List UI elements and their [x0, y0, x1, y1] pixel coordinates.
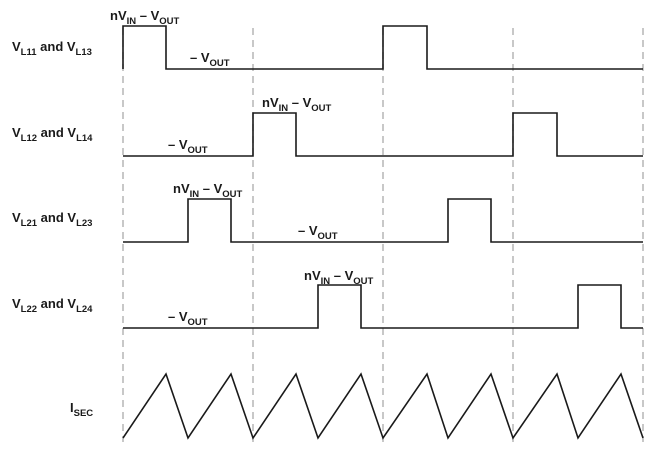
- waveform-vl11-vl13: [122, 25, 643, 70]
- pulse-level-label: nVIN – VOUT: [110, 8, 180, 27]
- baseline-level-label: – VOUT: [190, 50, 230, 69]
- pulse-level-label: nVIN – VOUT: [173, 181, 243, 200]
- waveform-vl21-vl23: [123, 198, 643, 243]
- baseline-level-label: – VOUT: [168, 137, 208, 156]
- baseline-level-label: – VOUT: [298, 223, 338, 242]
- waveform-vl12-vl14: [123, 112, 643, 157]
- row-label-vl11-vl13: VL11 and VL13: [12, 39, 92, 58]
- waveform-isec: [122, 372, 644, 440]
- row-label-vl22-vl24: VL22 and VL24: [12, 296, 93, 315]
- phase-guides: [122, 28, 644, 442]
- pulse-level-label: nVIN – VOUT: [304, 268, 374, 287]
- row-label-isec: ISEC: [70, 400, 93, 419]
- pulse-level-label: nVIN – VOUT: [262, 95, 332, 114]
- row-label-vl21-vl23: VL21 and VL23: [12, 210, 92, 229]
- row-label-vl12-vl14: VL12 and VL14: [12, 125, 93, 144]
- waveform-vl22-vl24: [123, 284, 643, 329]
- baseline-level-label: – VOUT: [168, 309, 208, 328]
